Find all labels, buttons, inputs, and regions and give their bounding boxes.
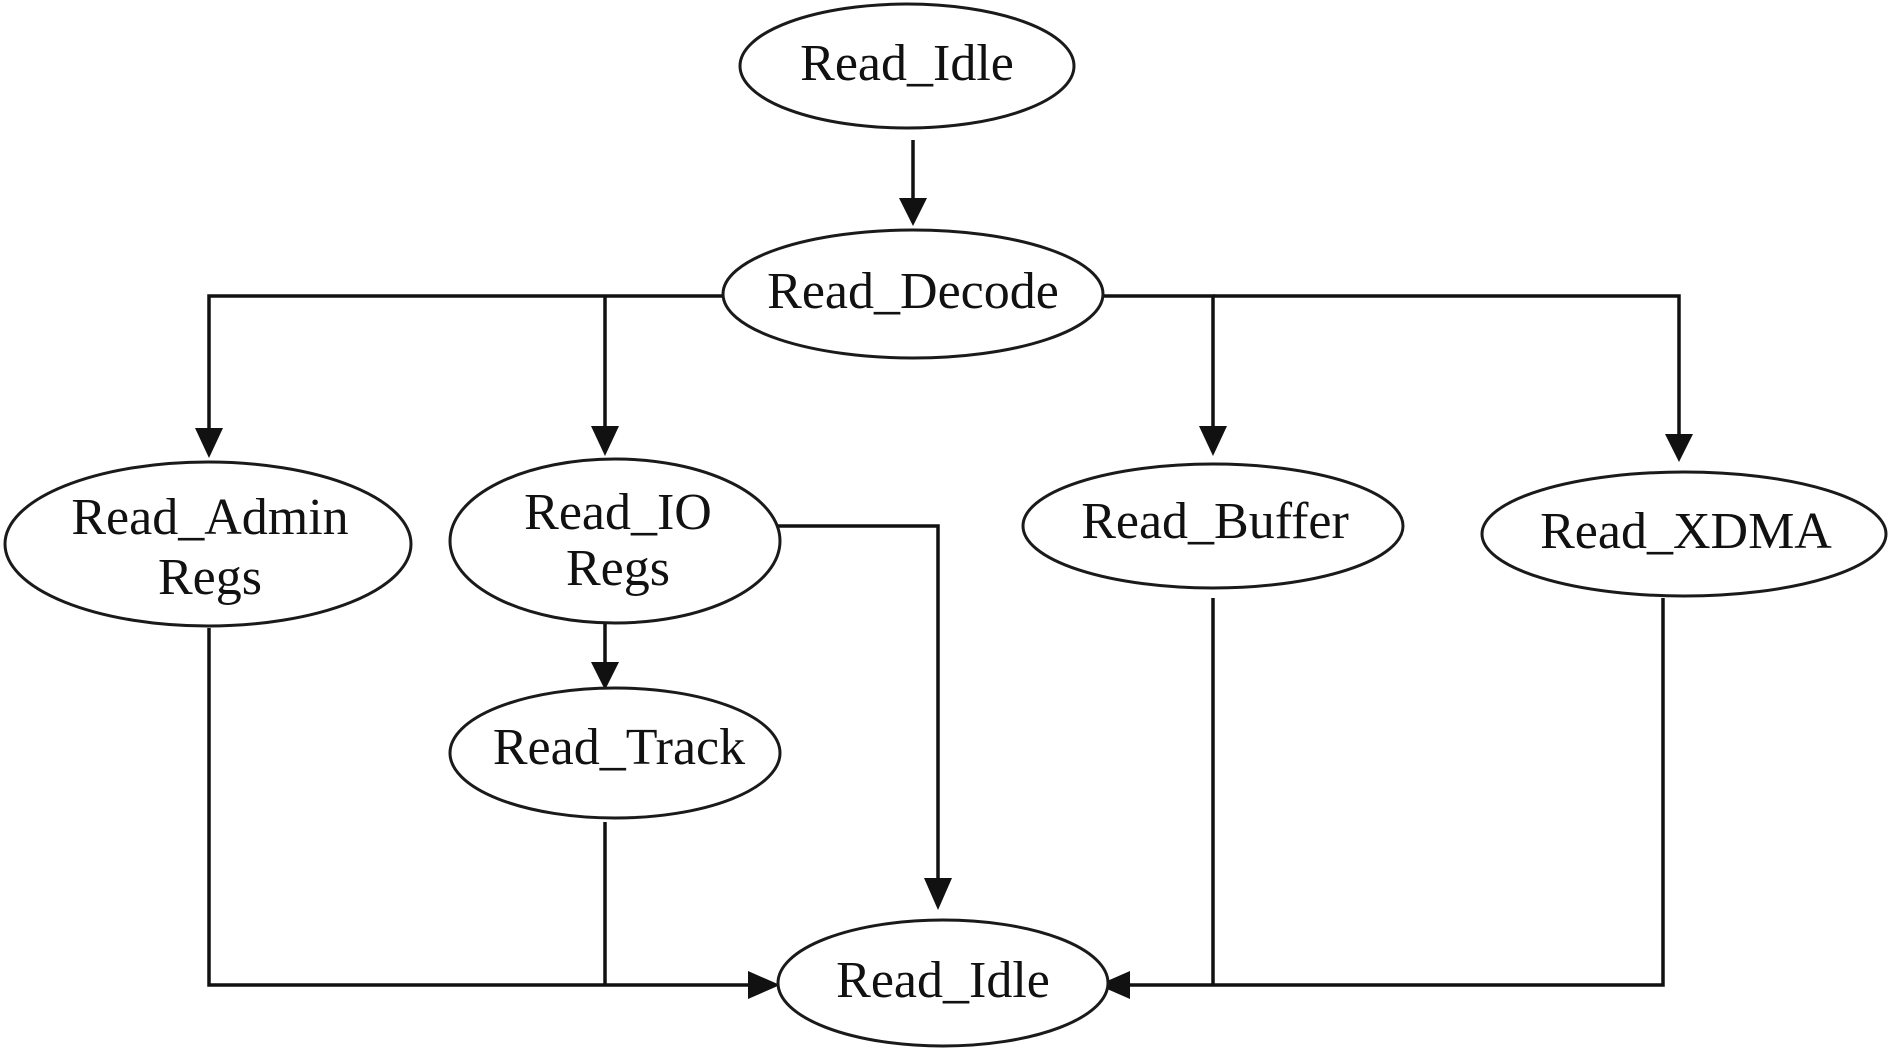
- edge-xdma-to-idle-bottom: [1128, 598, 1665, 987]
- state-read-decode-shape: [721, 228, 1105, 360]
- state-read-admin-regs: Read_Admin Regs: [3, 460, 413, 628]
- arrowhead-idle-bottom-top: [924, 878, 952, 910]
- arrowhead-idle-bottom-left: [748, 971, 780, 999]
- arrowhead-decode: [899, 198, 927, 226]
- edge-decode-to-buffer: [1104, 294, 1215, 428]
- state-read-idle-top: Read_Idle: [738, 2, 1076, 130]
- state-read-idle-top-label: Read_Idle: [800, 35, 1014, 92]
- arrowhead-admin-regs: [195, 428, 223, 458]
- state-read-buffer-label: Read_Buffer: [1081, 493, 1349, 550]
- arrowhead-xdma: [1665, 434, 1693, 462]
- state-read-track-label: Read_Track: [493, 719, 745, 776]
- arrowhead-buffer: [1199, 426, 1227, 456]
- state-read-xdma-shape: [1480, 470, 1888, 598]
- state-read-admin-regs-label-line-2: Regs: [158, 549, 262, 606]
- state-read-xdma-label: Read_XDMA: [1540, 503, 1832, 560]
- edge-decode-to-admin-regs: [207, 294, 722, 430]
- state-read-decode: Read_Decode: [721, 228, 1105, 360]
- state-read-track: Read_Track: [448, 686, 782, 820]
- edges-group: [195, 140, 1693, 999]
- arrowhead-track: [591, 662, 619, 690]
- edge-admin-regs-to-idle-bottom: [207, 628, 750, 987]
- state-read-track-shape: [448, 686, 782, 820]
- state-read-idle-bottom: Read_Idle: [776, 918, 1110, 1048]
- state-read-buffer-shape: [1021, 462, 1405, 590]
- state-read-io-regs-label-line-1: Read_IO: [524, 484, 712, 541]
- state-read-admin-regs-label-line-1: Read_Admin: [71, 489, 348, 546]
- arrowhead-idle-bottom-right: [1098, 971, 1130, 999]
- state-read-io-regs-label-line-2: Regs: [566, 540, 670, 597]
- state-read-io-regs-shape: [448, 457, 782, 625]
- state-read-idle-top-shape: [738, 2, 1076, 130]
- state-read-admin-regs-shape: [3, 460, 413, 628]
- edge-io-regs-to-idle-bottom: [775, 524, 940, 880]
- state-read-decode-label: Read_Decode: [767, 263, 1059, 320]
- state-read-io-regs: Read_IO Regs: [448, 457, 782, 625]
- state-read-idle-bottom-label: Read_Idle: [836, 952, 1050, 1009]
- nodes-group: Read_Idle Read_Decode Read_Admin Regs Re…: [3, 2, 1888, 1048]
- state-read-buffer: Read_Buffer: [1021, 462, 1405, 590]
- state-read-idle-bottom-shape: [776, 918, 1110, 1048]
- arrowhead-io-regs: [591, 426, 619, 456]
- state-read-xdma: Read_XDMA: [1480, 470, 1888, 598]
- edge-decode-to-xdma: [1213, 294, 1681, 436]
